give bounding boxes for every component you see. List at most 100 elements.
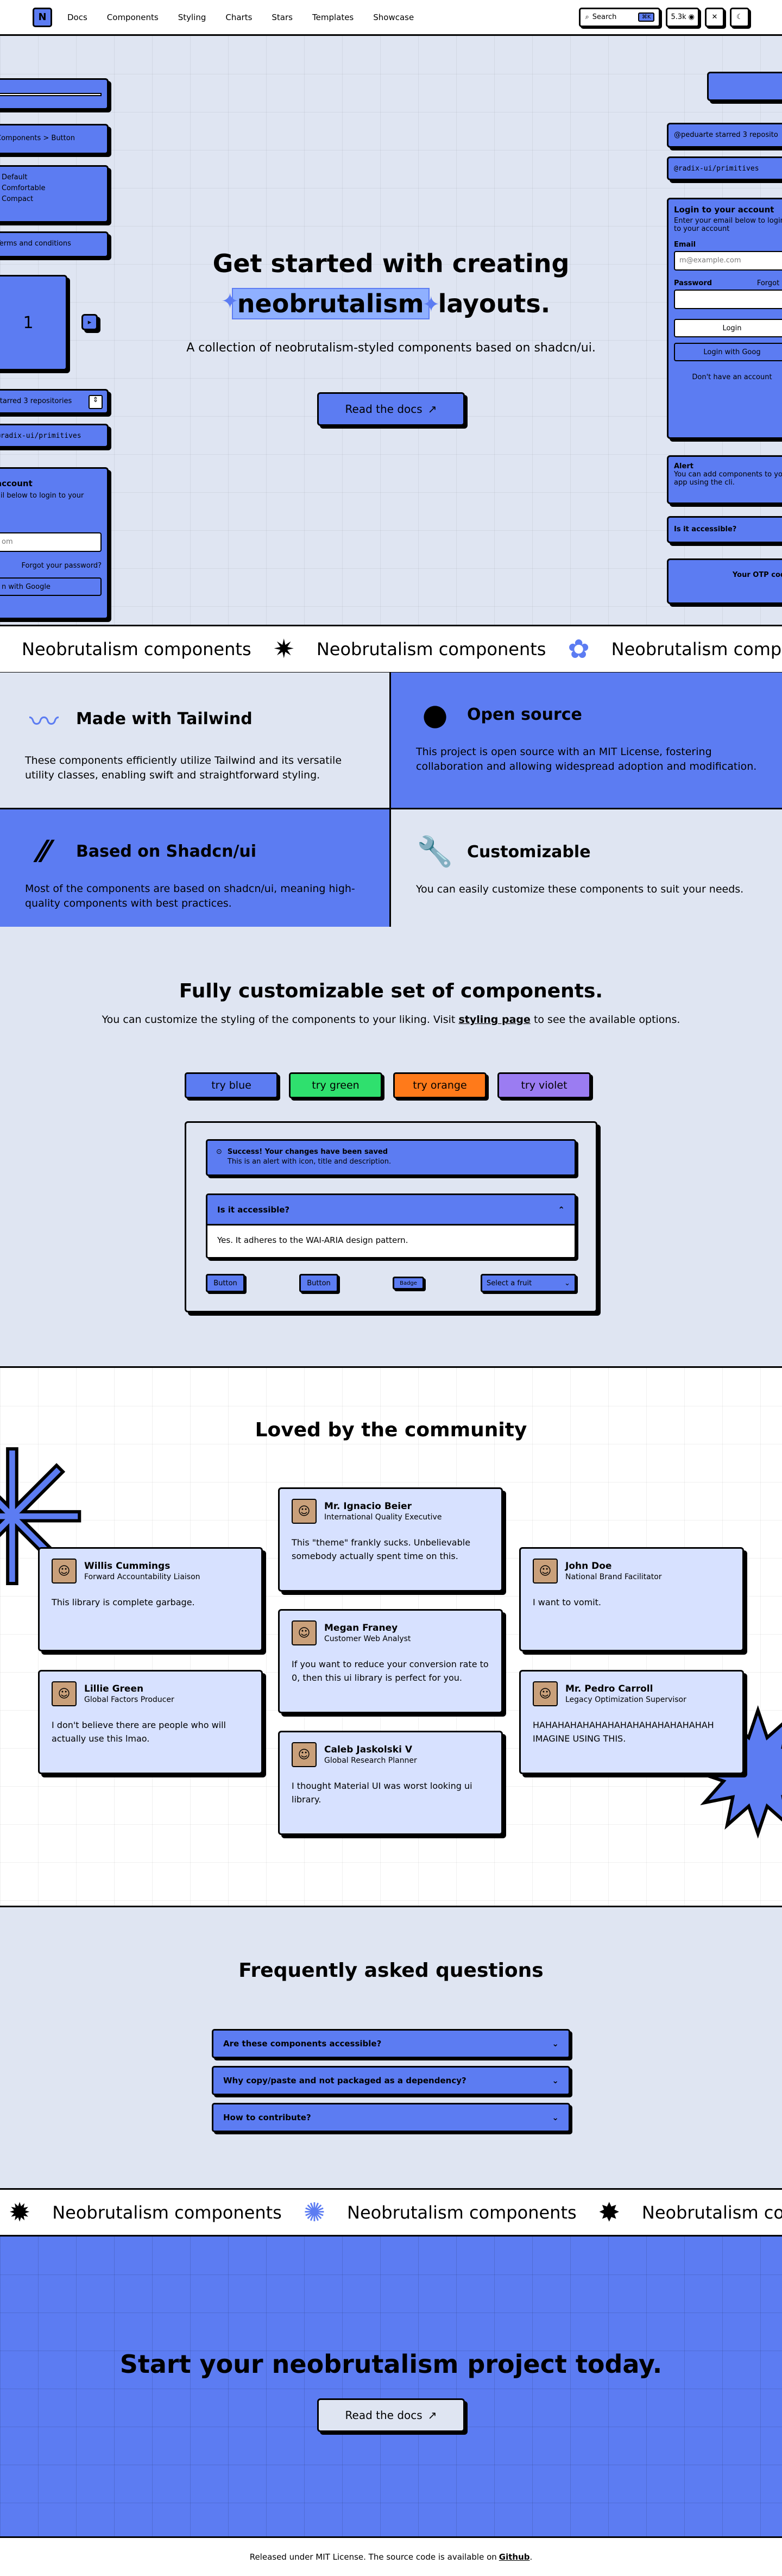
arrow-up-right-icon: ↗ bbox=[427, 403, 437, 416]
try-violet-button[interactable]: try violet bbox=[497, 1072, 591, 1098]
try-blue-button[interactable]: try blue bbox=[185, 1072, 278, 1098]
reviewer-role: Global Factors Producer bbox=[84, 1695, 174, 1704]
accordion-body: Yes. It adheres to the WAI-ARIA design p… bbox=[207, 1226, 575, 1257]
sparkle-icon: ✦ bbox=[422, 292, 440, 317]
community-title: Loved by the community bbox=[255, 1419, 527, 1441]
feature-text: These components efficiently utilize Tai… bbox=[25, 755, 342, 781]
right-accordion-card[interactable]: Is it accessible? bbox=[667, 516, 782, 543]
avatar: ☺ bbox=[533, 1681, 558, 1706]
nav-link-templates[interactable]: Templates bbox=[312, 12, 354, 22]
forgot-password-link[interactable]: Forgot yo bbox=[756, 279, 782, 287]
slider-track[interactable] bbox=[0, 93, 102, 96]
demo-button-2[interactable]: Button bbox=[299, 1274, 338, 1292]
arrow-up-right-icon: ↗ bbox=[427, 2409, 437, 2422]
login-description: ail below to login to your bbox=[0, 492, 84, 500]
search-icon: ⌕ bbox=[585, 13, 589, 21]
nav-link-styling[interactable]: Styling bbox=[178, 12, 206, 22]
email-input[interactable]: m@example.com bbox=[674, 251, 782, 271]
search-button[interactable]: ⌕ Search ⌘K bbox=[579, 7, 661, 27]
alert-text: You can add components to your app using… bbox=[674, 470, 782, 487]
review-text: This library is complete garbage. bbox=[52, 1597, 195, 1607]
nav-link-stars[interactable]: Stars bbox=[272, 12, 293, 22]
faq-item[interactable]: Are these components accessible?⌄ bbox=[212, 2029, 570, 2058]
carousel-next-button[interactable]: ▸ bbox=[81, 314, 98, 330]
try-orange-button[interactable]: try orange bbox=[393, 1072, 487, 1098]
review-text: I don't believe there are people who wil… bbox=[52, 1720, 226, 1744]
logo[interactable]: N bbox=[33, 7, 52, 27]
breadcrumb[interactable]: Components > Button bbox=[0, 134, 75, 142]
footer-end: . bbox=[529, 2552, 533, 2562]
nav-link-components[interactable]: Components bbox=[106, 12, 159, 22]
right-collapsible-tag: @radix-ui/primitives bbox=[667, 156, 782, 180]
radio-option-comfortable[interactable]: Comfortable bbox=[2, 184, 46, 192]
review-text: HAHAHAHAHAHAHAHAHAHAHAHAHAHAH IMAGINE US… bbox=[533, 1720, 714, 1744]
select-value: Select a fruit bbox=[487, 1279, 532, 1287]
stars-count: 5.3k bbox=[671, 13, 686, 21]
collapsible-text: starred 3 repositories bbox=[0, 397, 72, 405]
alert-title: Success! Your changes have been saved bbox=[227, 1148, 388, 1156]
faq-item[interactable]: How to contribute?⌄ bbox=[212, 2103, 570, 2132]
chevrons-icon[interactable]: ⇕ bbox=[89, 395, 103, 409]
wrench-icon: 🔧 bbox=[417, 834, 453, 869]
terms-label[interactable]: Terms and conditions bbox=[0, 240, 71, 248]
nav-link-charts[interactable]: Charts bbox=[225, 12, 253, 22]
feature-title: Based on Shadcn/ui bbox=[76, 842, 257, 861]
login-google-button[interactable]: Login with Goog bbox=[674, 343, 782, 361]
login-google-button[interactable]: n with Google bbox=[0, 577, 102, 596]
github-link[interactable]: Github bbox=[499, 2552, 530, 2562]
accordion-header[interactable]: Is it accessible?⌃ bbox=[207, 1195, 575, 1226]
demo-button-1[interactable]: Button bbox=[206, 1274, 245, 1292]
cta-title: Start your neobrutalism project today. bbox=[119, 2349, 663, 2379]
radio-option-compact[interactable]: Compact bbox=[2, 195, 34, 203]
reviewer-role: Global Research Planner bbox=[324, 1756, 417, 1765]
marquee-text: Neobrutalism components bbox=[347, 2202, 577, 2223]
chevron-right-icon: ▸ bbox=[87, 318, 92, 326]
community-section: ✳ ✹ Loved by the community ☺Mr. Ignacio … bbox=[0, 1368, 782, 1907]
left-radio-card: Default Comfortable Compact bbox=[0, 165, 109, 223]
cta-section: Start your neobrutalism project today. R… bbox=[0, 2236, 782, 2538]
nav-link-showcase[interactable]: Showcase bbox=[373, 12, 414, 22]
try-green-button[interactable]: try green bbox=[289, 1072, 382, 1098]
x-twitter-button[interactable]: ✕ bbox=[705, 7, 724, 27]
marquee-text: Neobrutalism components bbox=[611, 639, 782, 659]
reviewer-role: National Brand Facilitator bbox=[565, 1573, 662, 1581]
login-button[interactable]: Login bbox=[674, 319, 782, 337]
review-text: If you want to reduce your conversion ra… bbox=[292, 1659, 489, 1683]
login-title: Login to your account bbox=[674, 205, 774, 215]
reviewer-role: Legacy Optimization Supervisor bbox=[565, 1695, 686, 1704]
otp-title: Your OTP code bbox=[732, 571, 782, 579]
reviewer-role: Forward Accountability Liaison bbox=[84, 1573, 200, 1581]
faq-item[interactable]: Why copy/paste and not packaged as a dep… bbox=[212, 2066, 570, 2095]
styling-page-link[interactable]: styling page bbox=[458, 1014, 531, 1026]
feature-shadcn: ⁄⁄Based on Shadcn/ui Most of the compone… bbox=[0, 809, 391, 936]
login-email-input[interactable]: om bbox=[0, 532, 102, 552]
radio-option-default[interactable]: Default bbox=[2, 173, 28, 181]
fruit-select[interactable]: Select a fruit⌄ bbox=[481, 1274, 576, 1292]
theme-toggle-button[interactable]: ☾ bbox=[730, 7, 749, 27]
accordion-title: Is it accessible? bbox=[674, 525, 737, 533]
star-burst-icon: ✹ bbox=[9, 2197, 31, 2228]
reviewer-name: Lillie Green bbox=[84, 1683, 144, 1694]
review-text: I want to vomit. bbox=[533, 1597, 601, 1607]
read-docs-button[interactable]: Read the docs ↗ bbox=[317, 392, 465, 426]
left-slider-card bbox=[0, 78, 109, 110]
marquee-text: Neobrutalism components bbox=[52, 2202, 282, 2223]
password-input[interactable] bbox=[674, 290, 782, 309]
avatar: ☺ bbox=[52, 1681, 77, 1706]
reviewer-role: Customer Web Analyst bbox=[324, 1635, 411, 1643]
theme-buttons: try blue try green try orange try violet bbox=[185, 1072, 591, 1098]
github-stars-button[interactable]: 5.3k ◉ bbox=[666, 7, 699, 27]
left-login-card: account ail below to login to your om Fo… bbox=[0, 467, 109, 619]
chevron-down-icon: ⌄ bbox=[552, 2076, 559, 2085]
forgot-password-link[interactable]: Forgot your password? bbox=[21, 562, 102, 570]
feature-text: Most of the components are based on shad… bbox=[25, 883, 355, 909]
signup-link[interactable]: Don't have an account bbox=[692, 373, 772, 381]
nav-link-docs[interactable]: Docs bbox=[67, 12, 87, 22]
avatar: ☺ bbox=[292, 1499, 317, 1524]
cta-read-docs-button[interactable]: Read the docs ↗ bbox=[317, 2398, 465, 2432]
feature-text: You can easily customize these component… bbox=[416, 883, 744, 895]
